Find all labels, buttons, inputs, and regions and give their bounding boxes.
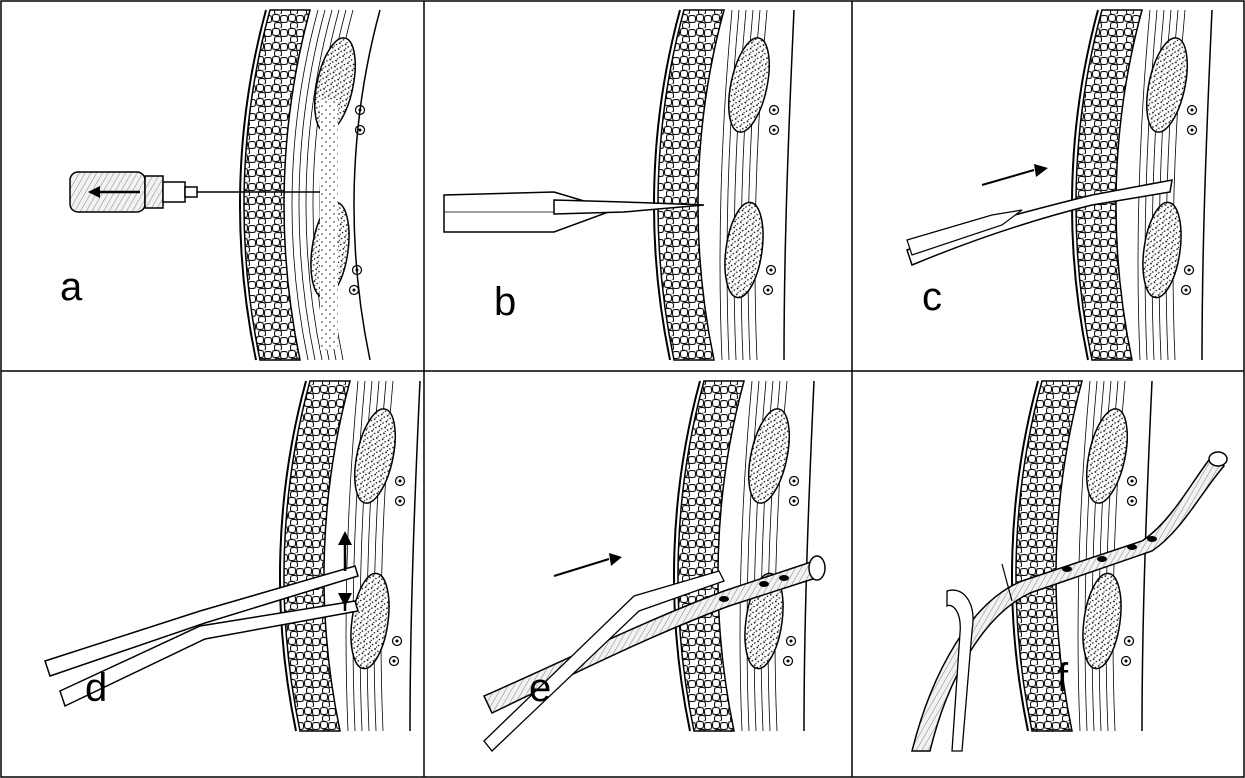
chest-wall-illustration [240,10,380,360]
panel-f: f [912,381,1227,751]
panel-e: e [484,381,825,751]
panel-a: a [60,10,380,360]
syringe-illustration [70,100,338,350]
forceps-illustration [907,164,1172,265]
chest-wall-illustration [674,381,814,731]
chest-wall-illustration [654,10,794,360]
panel-c: c [907,10,1212,360]
panel-label: e [529,666,551,710]
tube-with-suture-illustration [912,452,1227,751]
panel-label: f [1057,656,1069,700]
panel-b: b [444,10,794,360]
chest-wall-illustration [280,381,420,731]
panel-label: c [922,275,942,319]
panel-label: d [85,666,107,710]
panel-label: a [60,265,83,309]
panel-label: b [494,280,516,324]
panel-d: d [45,381,420,731]
